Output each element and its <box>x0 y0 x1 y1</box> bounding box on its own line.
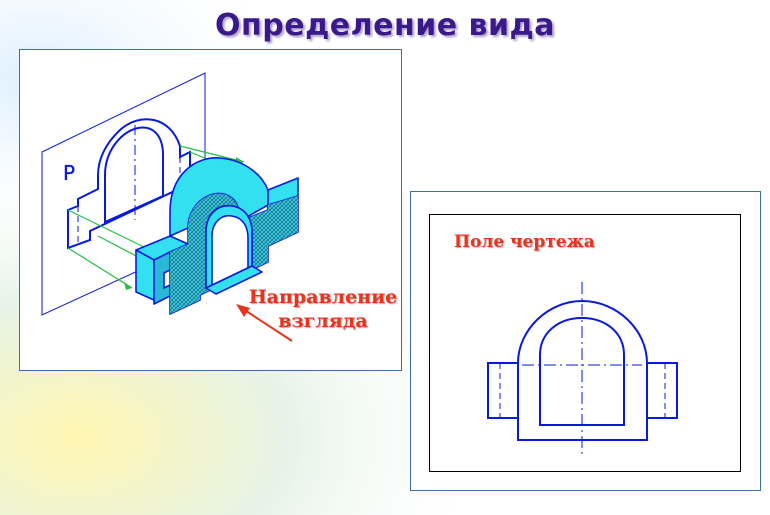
drawing-frame <box>429 214 741 472</box>
drawing-field-label: Поле чертежа <box>454 232 595 252</box>
view-direction-arrow <box>242 308 293 342</box>
slide-title: Определение вида <box>215 8 555 43</box>
direction-label-line1: Направление <box>248 286 398 308</box>
plane-projection-inner <box>104 126 164 224</box>
isometric-part <box>135 157 299 315</box>
plane-letter: P <box>63 161 75 185</box>
view-direction-label: Направление взгляда <box>248 285 398 333</box>
arrow-head-icon <box>236 304 250 317</box>
axonometric-view-panel <box>19 49 402 371</box>
direction-label-line2: взгляда <box>278 310 368 332</box>
